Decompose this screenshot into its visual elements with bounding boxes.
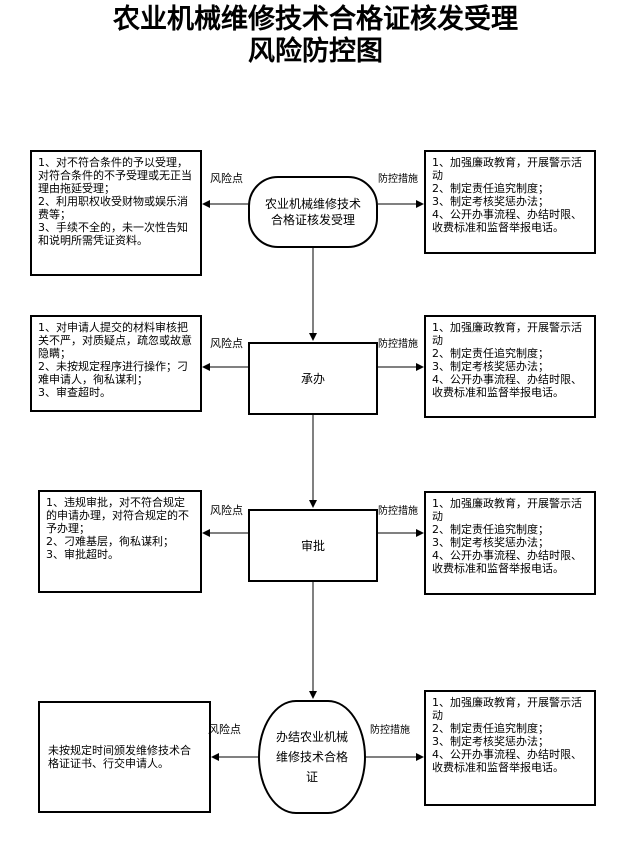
risk-box-3: 1、违规审批，对不符合规定的申请办理，对符合规定的不予办理； 2、刁难基层，徇私… (38, 490, 202, 593)
measure-label-4: 防控措施 (370, 725, 410, 736)
measure-label-1: 防控措施 (378, 174, 418, 185)
risk-box-2: 1、对申请人提交的材料审核把关不严，对质疑点，疏忽或故意隐瞒； 2、未按规定程序… (30, 315, 202, 412)
measure-box-1: 1、加强廉政教育，开展警示活动 2、制定责任追究制度； 3、制定考核奖惩办法； … (424, 150, 596, 254)
process-node-1: 农业机械维修技术合格证核发受理 (248, 176, 378, 248)
process-node-4: 办结农业机械维修技术合格证 (258, 700, 366, 814)
process-node-2: 承办 (248, 342, 378, 415)
risk-label-3: 风险点 (210, 504, 243, 517)
risk-box-1: 1、对不符合条件的予以受理，对符合条件的不予受理或无正当理由拖延受理； 2、利用… (30, 150, 202, 276)
measure-box-3: 1、加强廉政教育，开展警示活动 2、制定责任追究制度； 3、制定考核奖惩办法； … (424, 491, 596, 595)
diagram-subtitle: 风险防控图 (248, 36, 383, 67)
measure-label-3: 防控措施 (378, 506, 418, 517)
process-node-3: 审批 (248, 509, 378, 582)
measure-label-2: 防控措施 (378, 339, 418, 350)
measure-box-4: 1、加强廉政教育，开展警示活动 2、制定责任追究制度； 3、制定考核奖惩办法； … (424, 690, 596, 806)
risk-box-4: 未按规定时间颁发维修技术合格证证书、行交申请人。 (38, 701, 211, 813)
measure-box-2: 1、加强廉政教育，开展警示活动 2、制定责任追究制度； 3、制定考核奖惩办法； … (424, 315, 596, 418)
risk-label-2: 风险点 (210, 337, 243, 350)
risk-label-4: 风险点 (208, 723, 241, 736)
risk-label-1: 风险点 (210, 172, 243, 185)
diagram-title: 农业机械维修技术合格证核发受理 (113, 4, 518, 35)
